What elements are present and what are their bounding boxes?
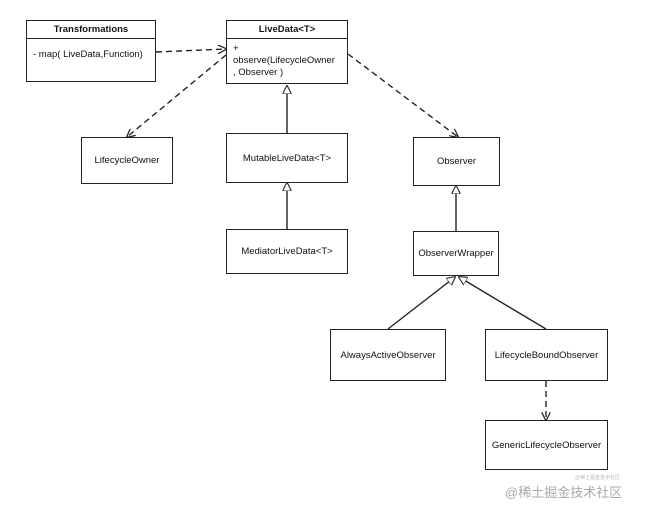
- mutablelivedata-class: MutableLiveData<T>: [226, 133, 348, 183]
- lifecycleboundobserver-to-observerwrapper-arrow: [459, 277, 547, 330]
- genericlifecycleobserver-class: GenericLifecycleObserver: [485, 420, 608, 470]
- observer-class: Observer: [413, 137, 500, 186]
- livedata-to-observer-arrow: [347, 53, 458, 137]
- mediatorlivedata-class: MediatorLiveData<T>: [226, 229, 348, 274]
- livedata-class: LiveData<T> + observe(LifecycleOwner , O…: [226, 20, 348, 84]
- livedata-observe-method-line2: , Observer ): [233, 67, 284, 78]
- livedata-class-name: LiveData<T>: [227, 21, 347, 39]
- transformations-to-livedata-arrow: [155, 49, 226, 52]
- alwaysactiveobserver-to-observerwrapper-arrow: [387, 277, 455, 330]
- lifecycleboundobserver-class: LifecycleBoundObserver: [485, 329, 608, 381]
- transformations-class-name: Transformations: [27, 21, 155, 39]
- transformations-class: Transformations - map( LiveData,Function…: [26, 20, 156, 82]
- watermark-small: @稀土掘金技术社区: [575, 475, 621, 481]
- livedata-to-lifecycleowner-arrow: [127, 54, 227, 137]
- livedata-observe-method-line1: + observe(LifecycleOwner: [233, 43, 335, 66]
- lifecycleowner-class: LifecycleOwner: [81, 137, 173, 184]
- transformations-map-method: - map( LiveData,Function): [33, 49, 143, 60]
- observerwrapper-class: ObserverWrapper: [413, 231, 499, 276]
- watermark: @稀土掘金技术社区: [505, 485, 623, 500]
- alwaysactiveobserver-class: AlwaysActiveObserver: [330, 329, 446, 381]
